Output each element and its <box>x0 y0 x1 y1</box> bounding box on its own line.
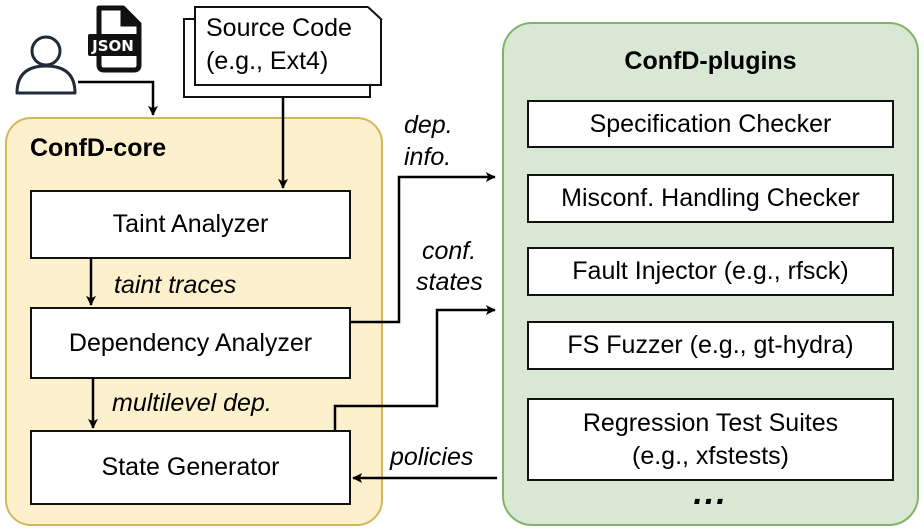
user-icon <box>15 35 77 95</box>
fault-injector-label: Fault Injector (e.g., rfsck) <box>572 257 849 286</box>
conf-states-label-line2: states <box>416 268 483 296</box>
confd-core-title: ConfD-core <box>30 134 167 162</box>
specification-checker-label: Specification Checker <box>589 109 832 138</box>
more-plugins-ellipsis: ... <box>693 474 728 512</box>
conf-states-label-line1: conf. <box>422 237 477 265</box>
policies-label: policies <box>390 443 474 471</box>
fs-fuzzer-box[interactable]: FS Fuzzer (e.g., gt-hydra) <box>527 321 894 370</box>
regression-test-suites-line1: Regression Test Suites <box>582 409 839 437</box>
misconf-handling-checker-label: Misconf. Handling Checker <box>561 184 860 213</box>
source-code-line1: Source Code <box>206 14 352 42</box>
arrow-user-to-core <box>78 80 158 116</box>
regression-test-suites-box[interactable]: Regression Test Suites (e.g., xfstests) <box>527 398 894 481</box>
dep-info-label-line2: info. <box>404 143 452 171</box>
taint-traces-label: taint traces <box>114 271 237 299</box>
confd-plugins-title: ConfD-plugins <box>624 47 797 75</box>
json-file-icon: JSON <box>88 5 142 73</box>
state-generator-box[interactable]: State Generator <box>30 430 351 505</box>
specification-checker-box[interactable]: Specification Checker <box>527 100 894 148</box>
fs-fuzzer-label: FS Fuzzer (e.g., gt-hydra) <box>567 331 854 360</box>
dependency-analyzer-box[interactable]: Dependency Analyzer <box>30 307 351 379</box>
dependency-analyzer-label: Dependency Analyzer <box>68 328 313 357</box>
misconf-handling-checker-box[interactable]: Misconf. Handling Checker <box>527 174 894 223</box>
doc-fold-corner <box>368 6 383 21</box>
multilevel-dep-label: multilevel dep. <box>112 389 272 417</box>
json-icon-label: JSON <box>91 37 134 55</box>
dep-info-label-line1: dep. <box>404 111 453 139</box>
regression-test-suites-line2: (e.g., xfstests) <box>632 441 789 470</box>
source-code-line2: (e.g., Ext4) <box>206 46 329 75</box>
fault-injector-box[interactable]: Fault Injector (e.g., rfsck) <box>527 247 894 296</box>
taint-analyzer-label: Taint Analyzer <box>112 210 269 239</box>
source-code-doc: Source Code (e.g., Ext4) <box>194 6 382 86</box>
taint-analyzer-box[interactable]: Taint Analyzer <box>30 190 351 259</box>
state-generator-label: State Generator <box>101 453 280 482</box>
